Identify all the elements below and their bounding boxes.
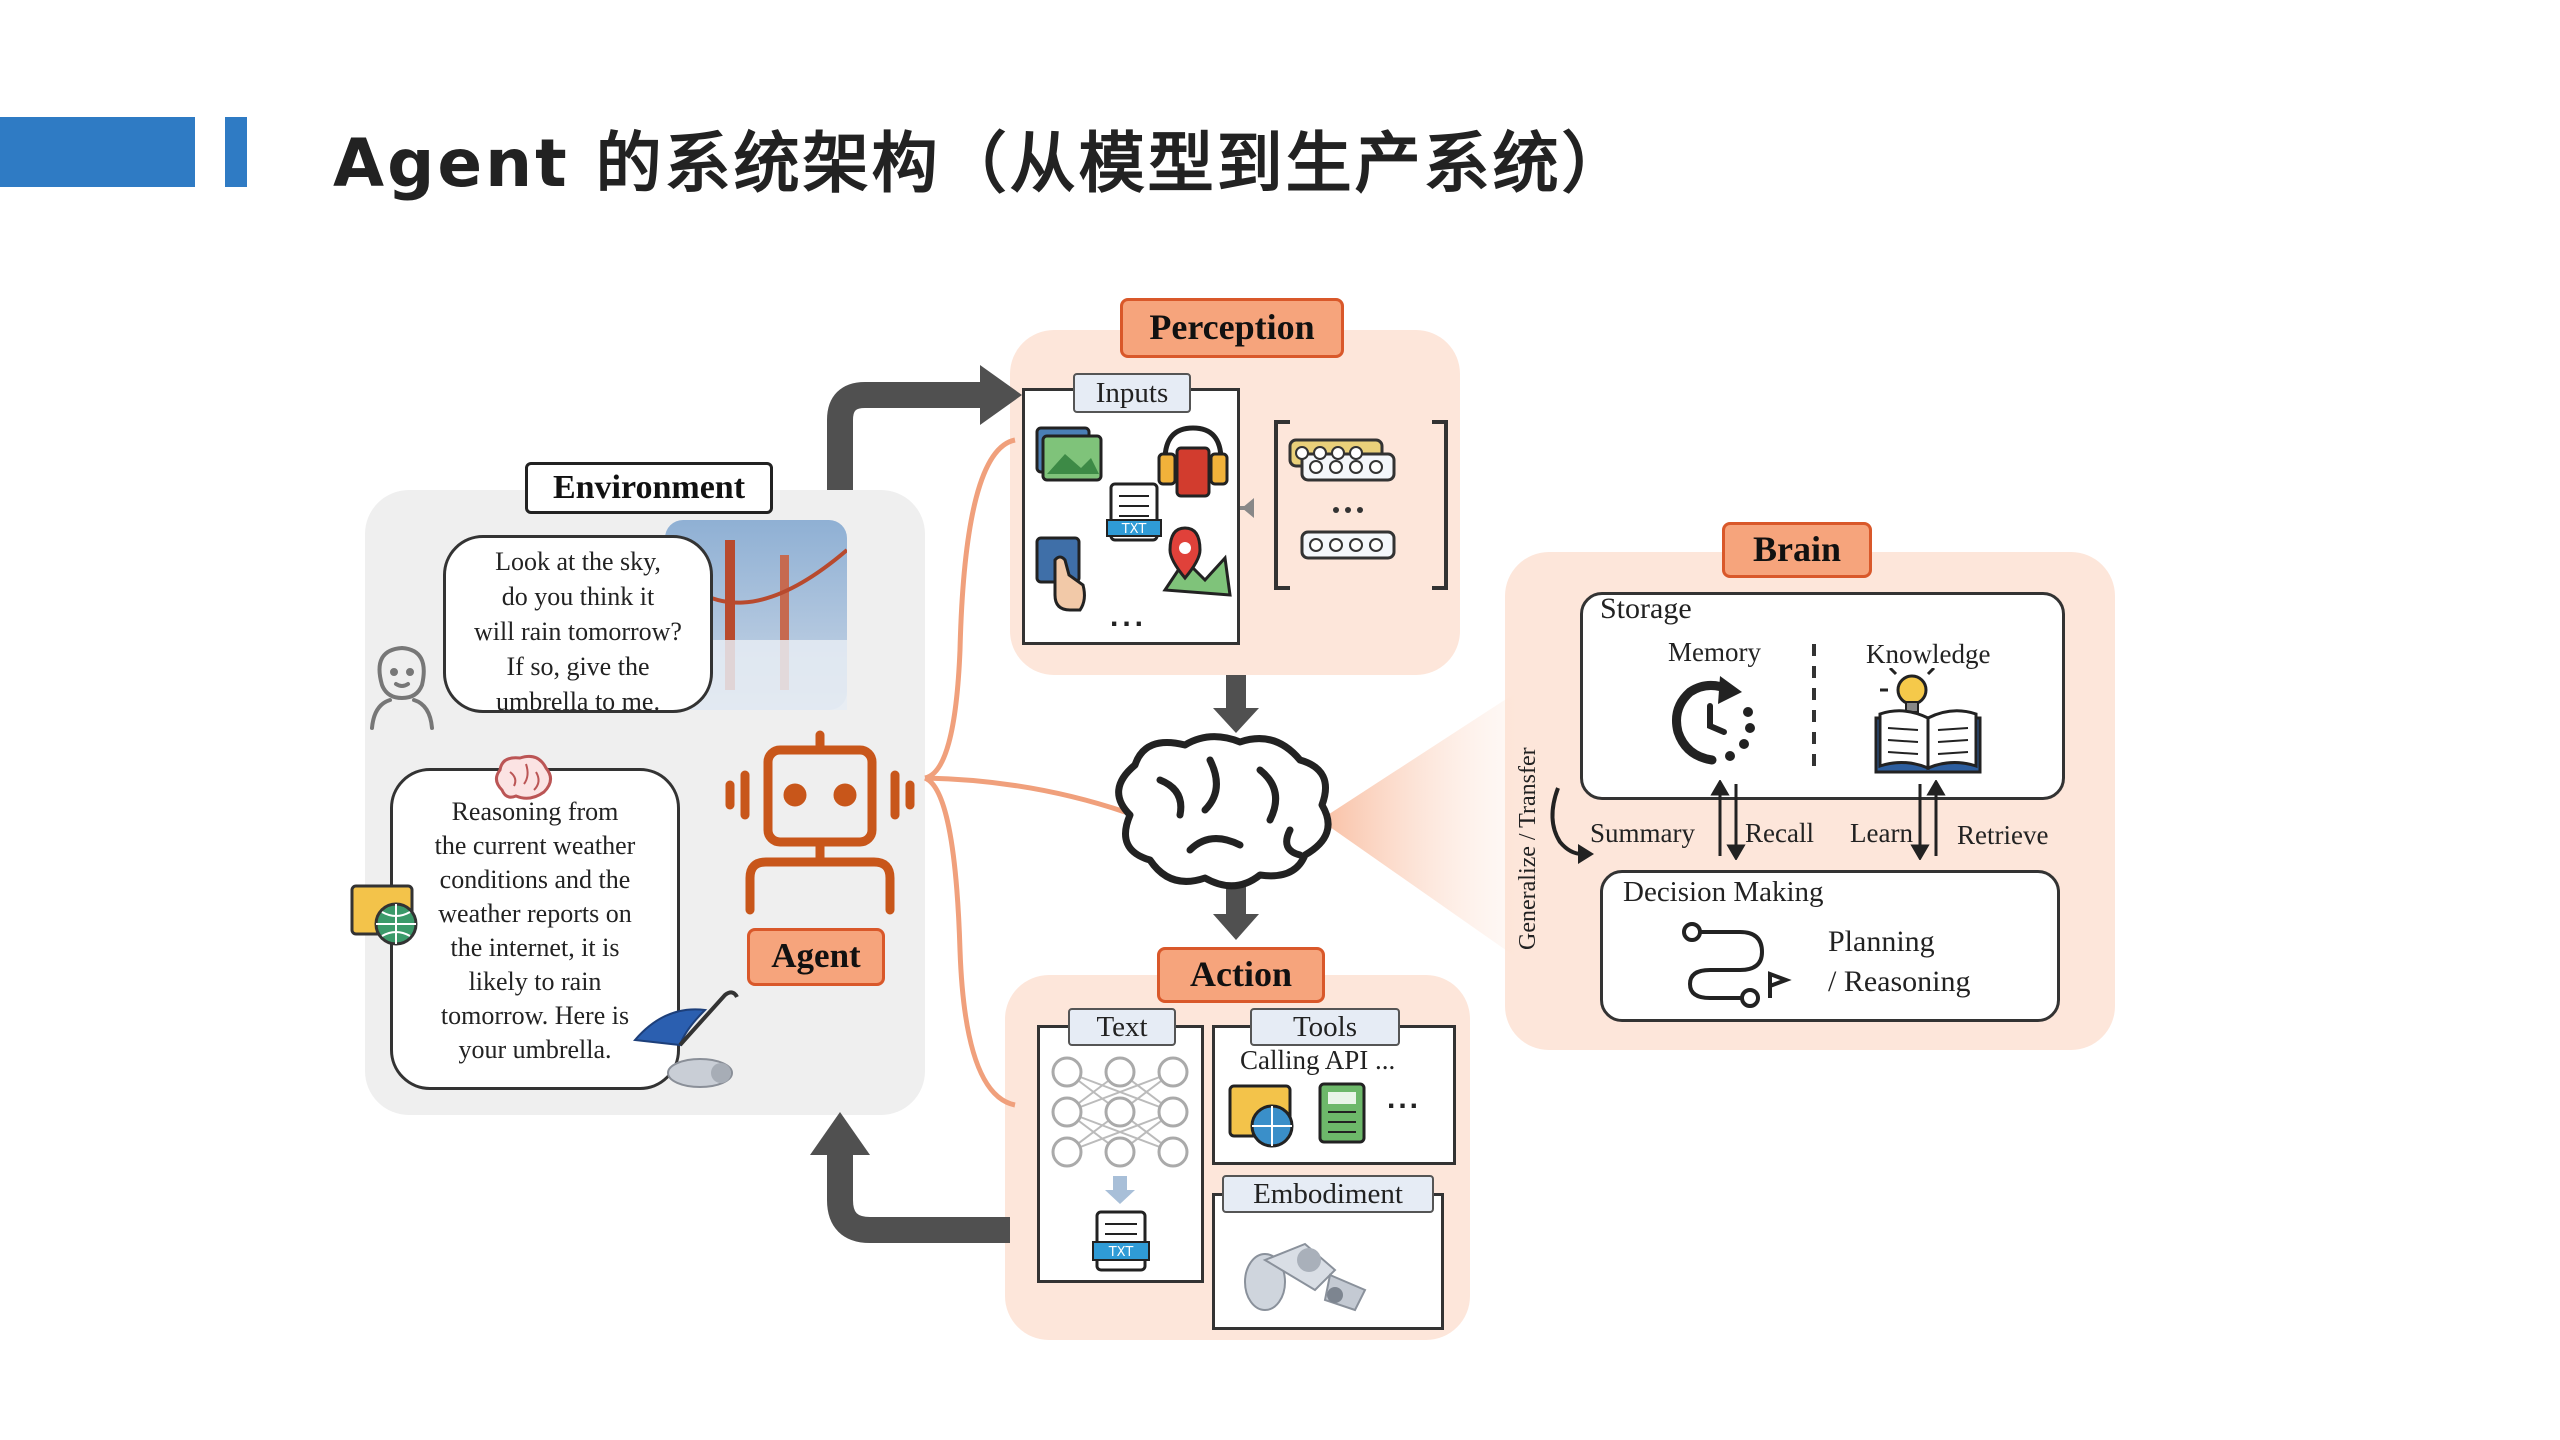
input-modality-icons: TXT: [1035, 425, 1232, 612]
text-tab: Text: [1068, 1008, 1176, 1046]
planning-path-icon: [1682, 922, 1792, 1008]
embodiment-tab: Embodiment: [1222, 1175, 1434, 1213]
tool-icons: [1228, 1082, 1366, 1148]
human-user-icon: [370, 645, 434, 730]
brain-label: Brain: [1722, 522, 1872, 578]
txt-label: TXT: [1108, 1245, 1134, 1260]
embedding-tokens-graphic: [1240, 420, 1448, 590]
human-speech-line: Look at the sky,: [495, 547, 661, 576]
human-speech-line: umbrella to me.: [496, 687, 660, 716]
line-agent-action: [923, 775, 1016, 1108]
agent-speech-line: tomorrow. Here is: [440, 1001, 630, 1030]
header-accent-bar: [0, 117, 195, 187]
touch-screen-icon: [1035, 536, 1086, 612]
agent-speech-line: weather reports on: [438, 899, 632, 928]
small-brain-icon: [495, 754, 552, 800]
agent-speech-line: likely to rain: [468, 967, 602, 996]
agent-speech-line: conditions and the: [439, 865, 631, 894]
calling-api-label: Calling API ...: [1240, 1045, 1396, 1075]
generalize-transfer-label: Generalize / Transfer: [1515, 747, 1541, 950]
txt-label: TXT: [1121, 522, 1147, 537]
brain-icon: [1115, 733, 1332, 890]
map-location-icon: [1162, 526, 1232, 597]
action-label: Action: [1157, 947, 1325, 1003]
arrow-action-to-env: [827, 1150, 1010, 1243]
inputs-tab: Inputs: [1073, 373, 1191, 413]
human-speech-line: will rain tomorrow?: [474, 617, 682, 646]
human-speech-line: If so, give the: [506, 652, 650, 681]
image-icon: [1035, 426, 1103, 482]
agent-robot-icon: [725, 730, 915, 915]
line-agent-brain: [924, 775, 1126, 815]
header-accent-stripe: [225, 117, 247, 187]
storage-divider: [1812, 644, 1816, 776]
robot-arm-icon: [1244, 1242, 1367, 1312]
decision-making-title: Decision Making: [1623, 876, 1824, 908]
arrow-env-to-perception: [827, 382, 985, 490]
umbrella-robot-hand-icon: [633, 990, 739, 1088]
agent-speech-line: your umbrella.: [458, 1035, 612, 1064]
agent-speech-bubble: Reasoning from the current weather condi…: [390, 768, 680, 1090]
storage-decision-arrows: [1710, 780, 1946, 860]
arrow-brain-to-action: [1213, 914, 1259, 940]
txt-document-icon: TXT: [1106, 482, 1162, 542]
summary-label: Summary: [1590, 818, 1695, 848]
memory-label: Memory: [1668, 637, 1761, 667]
page-title: Agent 的系统架构（从模型到生产系统）: [333, 125, 1631, 202]
environment-label: Environment: [525, 462, 773, 514]
knowledge-label: Knowledge: [1866, 639, 1991, 669]
agent-speech-line: the current weather: [434, 831, 636, 860]
reasoning-label: / Reasoning: [1828, 965, 1971, 998]
planning-label: Planning: [1828, 925, 1935, 958]
recall-label: Recall: [1745, 818, 1814, 848]
brain-focus-beam: [1320, 690, 1520, 960]
storage-title: Storage: [1600, 592, 1692, 625]
learn-label: Learn: [1850, 818, 1913, 848]
line-agent-perception: [924, 437, 1016, 781]
web-browser-icon: [1228, 1084, 1294, 1148]
memory-clock-icon: [1672, 676, 1755, 765]
decision-making-box: [1600, 870, 2060, 1022]
tools-ellipsis: ...: [1387, 1082, 1422, 1115]
human-speech-bubble: Look at the sky, do you think it will ra…: [443, 535, 713, 716]
arrow-perception-to-brain: [1213, 708, 1259, 733]
perception-label: Perception: [1120, 298, 1344, 358]
human-speech-line: do you think it: [501, 582, 655, 611]
storage-box: [1580, 592, 2065, 800]
agent-label: Agent: [747, 928, 885, 986]
agent-speech-line: the internet, it is: [450, 933, 620, 962]
calculator-icon: [1318, 1082, 1366, 1144]
retrieve-label: Retrieve: [1957, 820, 2049, 850]
tools-tab: Tools: [1250, 1008, 1400, 1046]
text-generation-icon: TXT: [1051, 1056, 1189, 1272]
internet-weather-icon: [350, 884, 418, 946]
generalize-curve-arrow: [1550, 787, 1594, 864]
knowledge-book-icon: [1874, 668, 1982, 774]
headphones-icon: [1157, 425, 1229, 498]
inputs-ellipsis: ...: [1110, 600, 1148, 633]
agent-speech-line: Reasoning from: [451, 797, 619, 826]
